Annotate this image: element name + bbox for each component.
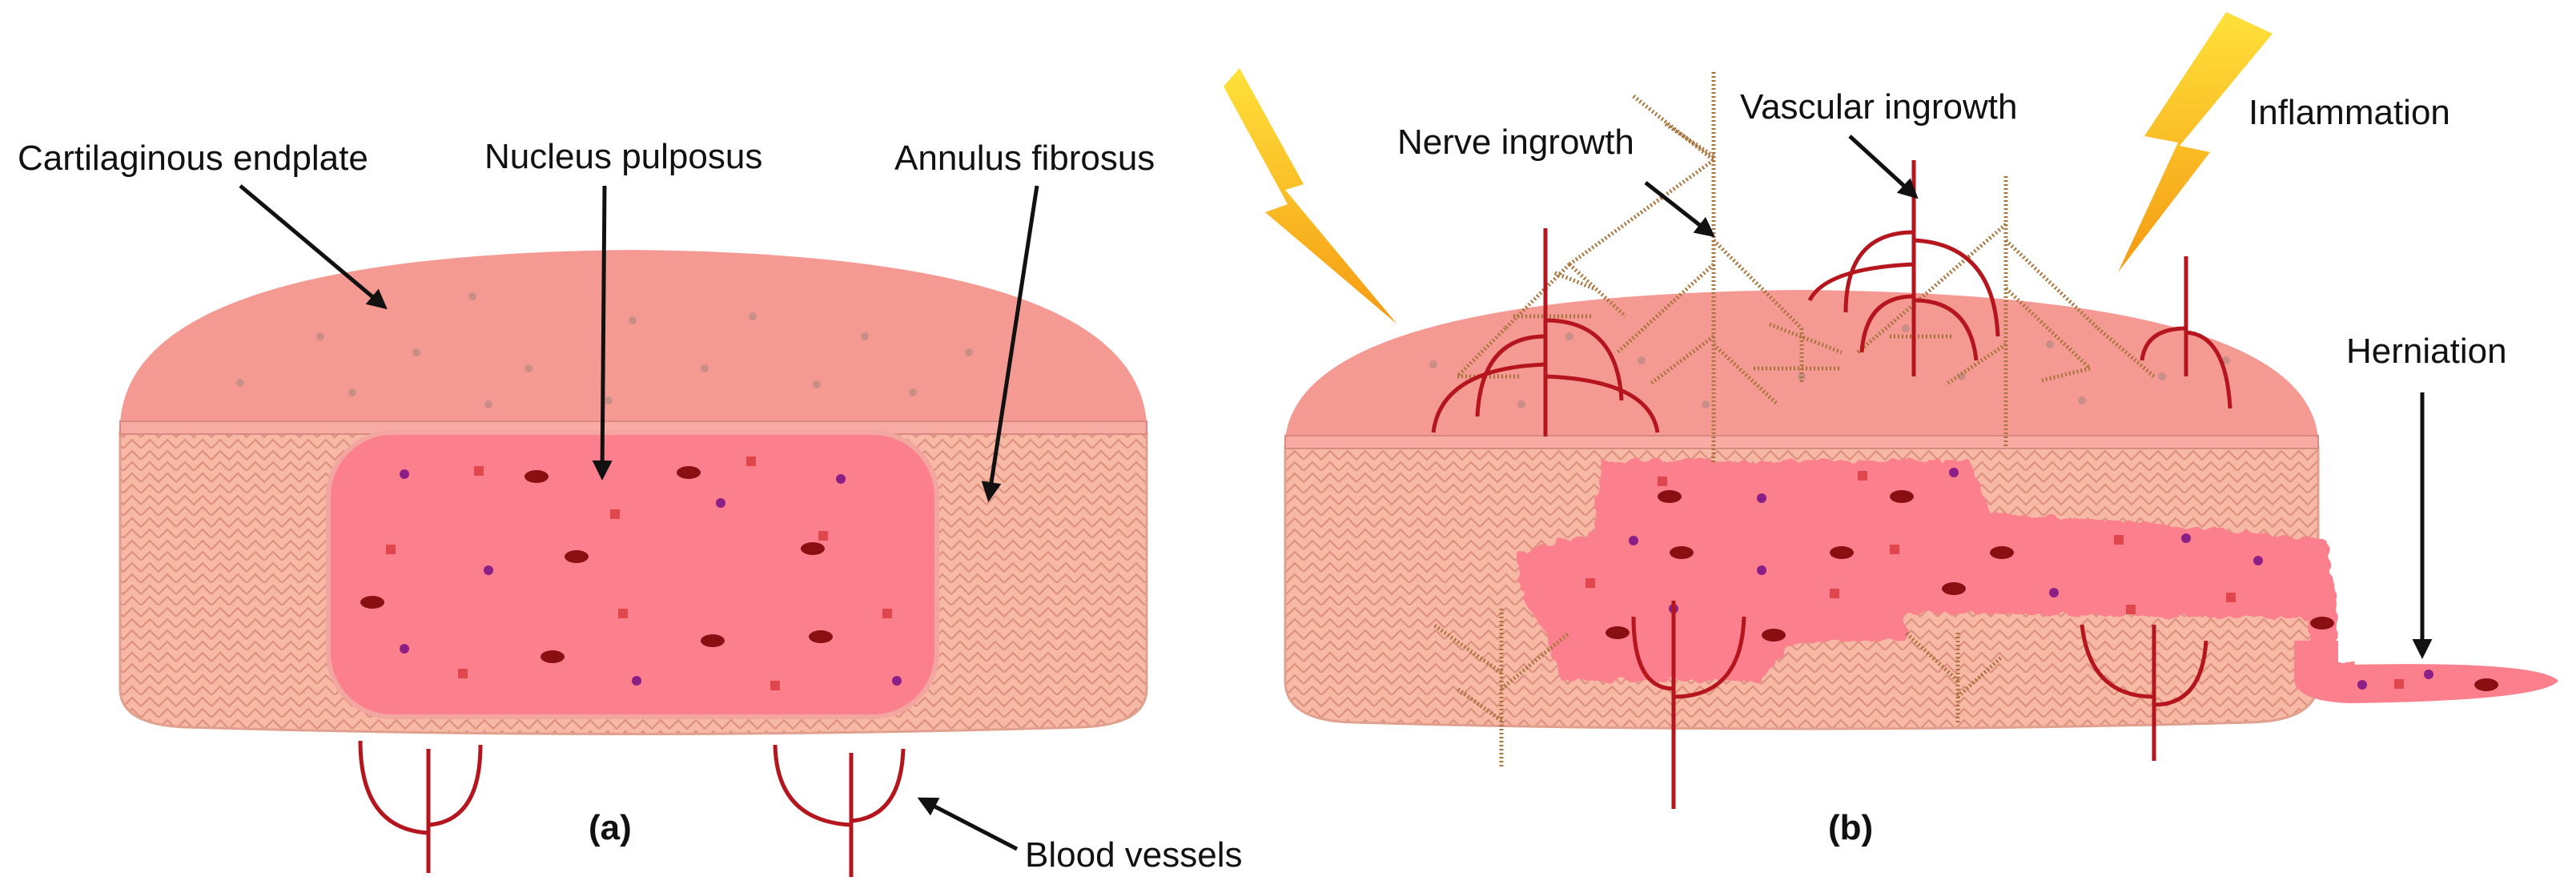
endplate-dots-b [1429, 324, 2230, 408]
vessels-bottom [1631, 601, 2208, 809]
label-nerve-ingrowth: Nerve ingrowth [1397, 123, 1634, 162]
label-inflammation: Inflammation [2248, 93, 2450, 132]
label-cartilaginous-endplate: Cartilaginous endplate [18, 139, 368, 178]
nucleus-cells-b [1585, 468, 2498, 691]
panel-b: Nerve ingrowth Vascular ingrowth Inflamm… [1224, 12, 2558, 847]
lightning-right-icon [2118, 12, 2273, 272]
arrows-a [239, 184, 1039, 851]
nerve-fibers-top [1456, 72, 2156, 465]
arrows-b [1644, 135, 2433, 659]
panel-a: Cartilaginous endplate Nucleus pulposus … [18, 137, 1242, 877]
endplate-dots-a [236, 292, 973, 408]
label-nucleus-pulposus: Nucleus pulposus [484, 137, 762, 176]
label-blood-vessels: Blood vessels [1025, 835, 1242, 875]
label-annulus-fibrosus: Annulus fibrosus [894, 139, 1155, 178]
endplate-band-b [1284, 435, 2319, 449]
label-herniation: Herniation [2346, 332, 2507, 371]
lightning-left-icon [1224, 68, 1397, 324]
nucleus-pulposus-a [326, 430, 939, 719]
nucleus-cells-a [360, 457, 902, 690]
nerve-fibers-bottom [1432, 609, 2003, 769]
caption-b: (b) [1828, 808, 1873, 847]
cartilaginous-endplate-a [120, 250, 1147, 424]
nucleus-pulposus-b [1517, 461, 2358, 689]
label-vascular-ingrowth: Vascular ingrowth [1740, 87, 2017, 127]
blood-vessels-a [358, 740, 906, 877]
vessels-top [1431, 160, 2232, 436]
caption-a: (a) [589, 808, 632, 847]
